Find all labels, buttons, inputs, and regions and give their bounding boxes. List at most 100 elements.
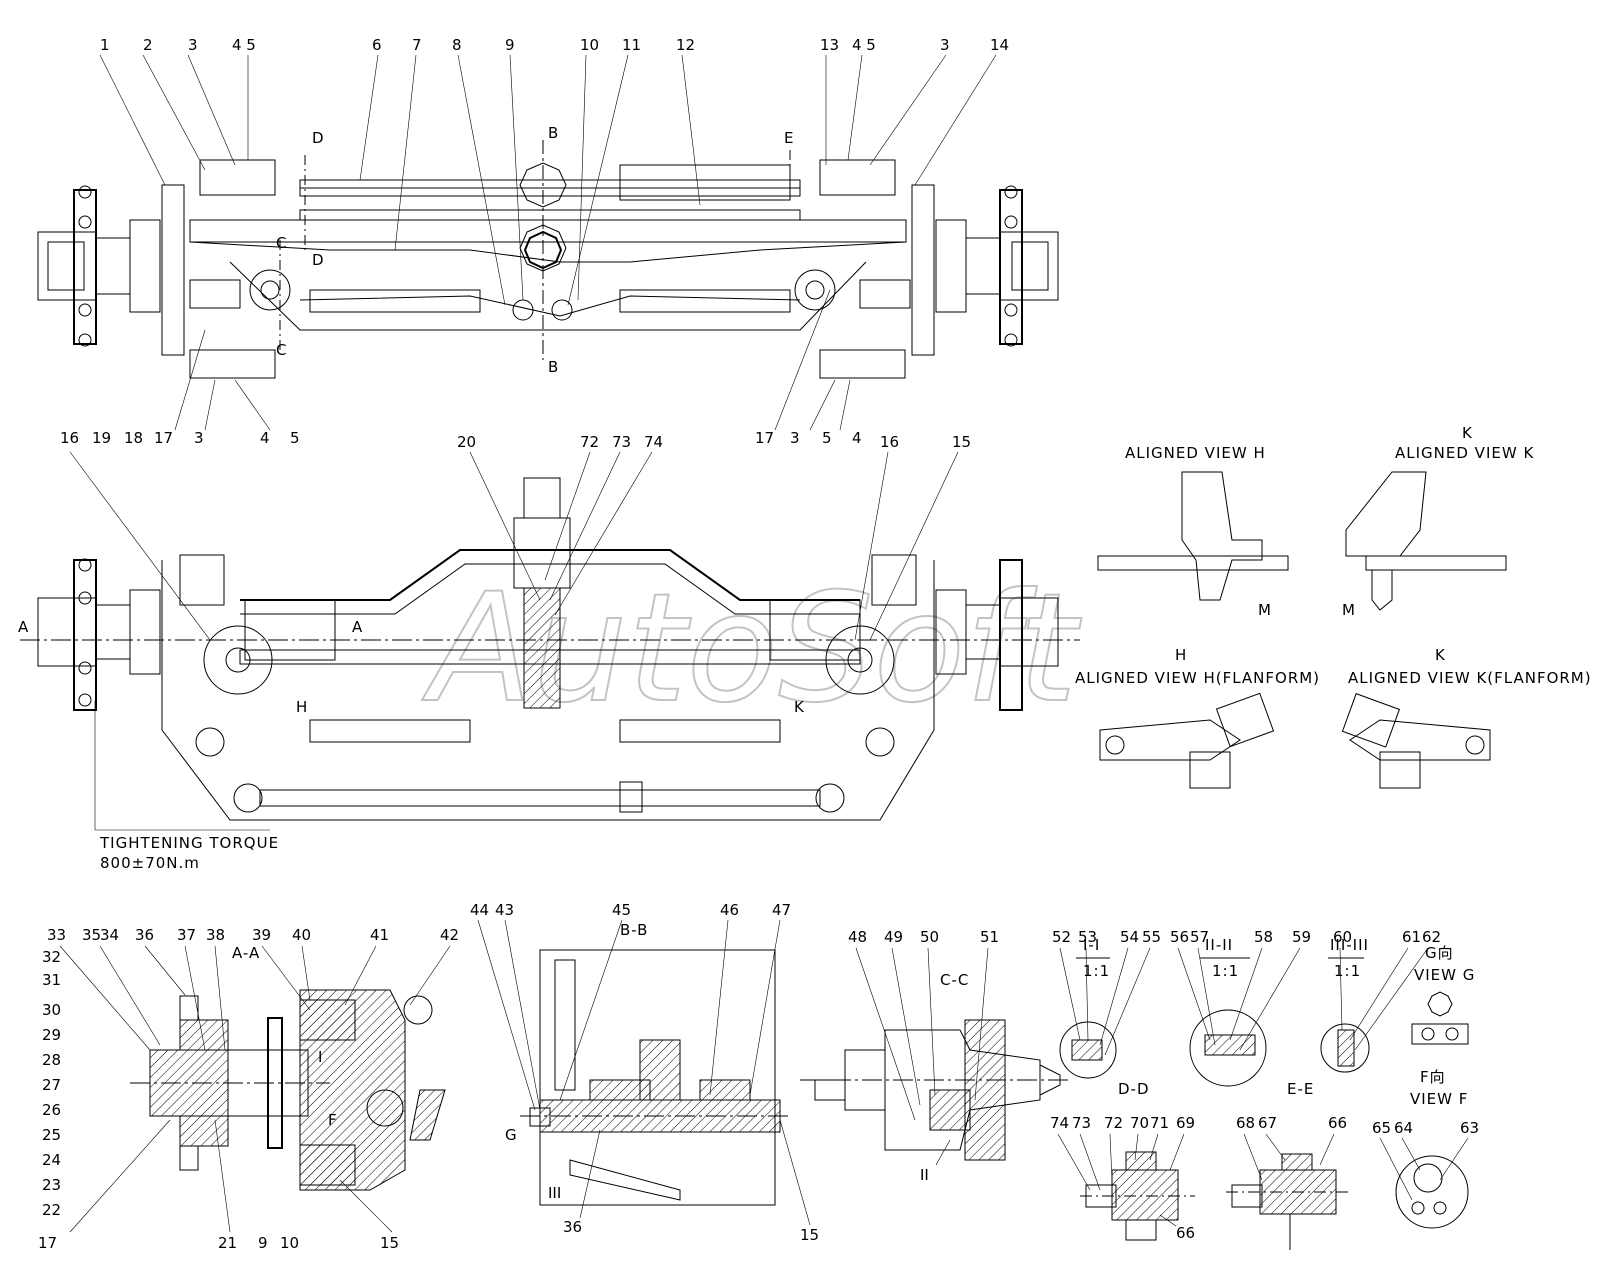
callout-45: 45: [612, 901, 631, 919]
section-mark-a-right: A: [352, 618, 363, 636]
callout-36: 36: [135, 926, 154, 944]
callout-46: 46: [720, 901, 739, 919]
section-mark-a-left: A: [18, 618, 29, 636]
callout-65: 65: [1372, 1119, 1391, 1137]
aligned-view-h-flan-title: ALIGNED VIEW H(FLANFORM): [1075, 669, 1320, 687]
callout-1: 1: [100, 36, 110, 54]
callout-30: 30: [42, 1001, 61, 1019]
callout-67: 67: [1258, 1114, 1277, 1132]
callout-10-aa: 10: [280, 1234, 299, 1252]
callout-4-5-right: 4 5: [852, 36, 876, 54]
callout-63: 63: [1460, 1119, 1479, 1137]
callout-52: 52: [1052, 928, 1071, 946]
callout-42: 42: [440, 926, 459, 944]
callout-48: 48: [848, 928, 867, 946]
view-g-title-cn: G向: [1425, 944, 1454, 962]
callout-14: 14: [990, 36, 1009, 54]
callout-4-5: 4 5: [232, 36, 256, 54]
view-f: F向 VIEW F 65 64 63: [1372, 1068, 1479, 1229]
callout-11: 11: [622, 36, 641, 54]
callout-4-bottom: 4: [260, 429, 270, 447]
callout-70: 70: [1130, 1114, 1149, 1132]
callout-10: 10: [580, 36, 599, 54]
section-aa-title: A-A: [232, 944, 260, 962]
view-f-title: VIEW F: [1410, 1090, 1468, 1108]
m-label-h: M: [1258, 601, 1271, 619]
callout-73: 73: [612, 433, 631, 451]
callout-9-aa: 9: [258, 1234, 268, 1252]
aligned-view-h-title: ALIGNED VIEW H: [1125, 444, 1266, 462]
callout-39: 39: [252, 926, 271, 944]
section-cc-callouts: 48 49 50 51 II: [848, 928, 999, 1184]
callout-23: 23: [42, 1176, 61, 1194]
top-view-callouts: 1 2 3 4 5 6 7 8 9 10 11 12 13 4 5 3 14 1…: [60, 36, 1009, 447]
callout-17-right: 17: [755, 429, 774, 447]
callout-17: 17: [154, 429, 173, 447]
callout-72-dd: 72: [1104, 1114, 1123, 1132]
torque-note-line1: TIGHTENING TORQUE: [99, 834, 279, 852]
callout-3-right: 3: [940, 36, 950, 54]
section-mark-b-top: B: [548, 124, 558, 142]
callout-29: 29: [42, 1026, 61, 1044]
detail-iii-scale: 1:1: [1334, 962, 1361, 980]
aligned-view-k-title: ALIGNED VIEW K: [1395, 444, 1534, 462]
detail-i-scale: 1:1: [1083, 962, 1110, 980]
callout-8: 8: [452, 36, 462, 54]
section-mark-c-bottom: C: [276, 341, 286, 359]
callout-66-dd: 66: [1176, 1224, 1195, 1242]
view-mark-g: G: [505, 1126, 517, 1144]
callout-16: 16: [60, 429, 79, 447]
callout-18: 18: [124, 429, 143, 447]
detail-mark-ii: II: [920, 1166, 929, 1184]
section-bb-callouts: 44 43 45 46 47 36 15 G III: [470, 901, 819, 1244]
front-view-callouts: 20 72 73 74 16 15 A A H K TIGHTENING TOR…: [18, 433, 971, 872]
section-dd-callouts: 74 73 72 70 71 69 66: [1050, 1114, 1195, 1242]
callout-43: 43: [495, 901, 514, 919]
callout-20: 20: [457, 433, 476, 451]
view-mark-h: H: [296, 698, 307, 716]
section-aa-callouts: 33 35 34 36 37 38 39 40 41 42 32 31 30 2…: [38, 926, 459, 1252]
section-mark-d-bottom: D: [312, 251, 324, 269]
detail-mark-iii: III: [548, 1184, 561, 1202]
callout-15-front: 15: [952, 433, 971, 451]
front-view: [20, 477, 1080, 821]
section-mark-d-top: D: [312, 129, 324, 147]
callout-58: 58: [1254, 928, 1273, 946]
section-mark-e: E: [784, 129, 793, 147]
callout-71: 71: [1150, 1114, 1169, 1132]
callout-5-bottom: 5: [290, 429, 300, 447]
section-ee-callouts: 68 67 66: [1236, 1114, 1347, 1181]
callout-41: 41: [370, 926, 389, 944]
callout-35: 35: [82, 926, 101, 944]
callout-59: 59: [1292, 928, 1311, 946]
callout-27: 27: [42, 1076, 61, 1094]
detail-i-title: I-I: [1083, 936, 1100, 954]
callout-55: 55: [1142, 928, 1161, 946]
view-f-title-cn: F向: [1420, 1068, 1446, 1086]
callout-66-ee: 66: [1328, 1114, 1347, 1132]
callout-64: 64: [1394, 1119, 1413, 1137]
callout-69: 69: [1176, 1114, 1195, 1132]
callout-6: 6: [372, 36, 382, 54]
view-mark-f: F: [328, 1111, 337, 1129]
callout-50: 50: [920, 928, 939, 946]
callout-38: 38: [206, 926, 225, 944]
callout-9: 9: [505, 36, 515, 54]
callout-74-dd: 74: [1050, 1114, 1069, 1132]
callout-7: 7: [412, 36, 422, 54]
callout-21: 21: [218, 1234, 237, 1252]
aligned-views: ALIGNED VIEW H K ALIGNED VIEW K M M H AL…: [1075, 424, 1591, 789]
section-dd: D-D: [1080, 1080, 1195, 1241]
callout-33: 33: [47, 926, 66, 944]
section-bb: B-B: [520, 921, 790, 1206]
callout-12: 12: [676, 36, 695, 54]
callout-3-bottom: 3: [194, 429, 204, 447]
callout-73-dd: 73: [1072, 1114, 1091, 1132]
detail-ii-scale: 1:1: [1212, 962, 1239, 980]
callout-49: 49: [884, 928, 903, 946]
callout-53: 53: [1078, 928, 1097, 946]
view-g-title: VIEW G: [1414, 966, 1475, 984]
callout-19: 19: [92, 429, 111, 447]
section-mark-c-top: C: [276, 234, 286, 252]
section-dd-title: D-D: [1118, 1080, 1150, 1098]
